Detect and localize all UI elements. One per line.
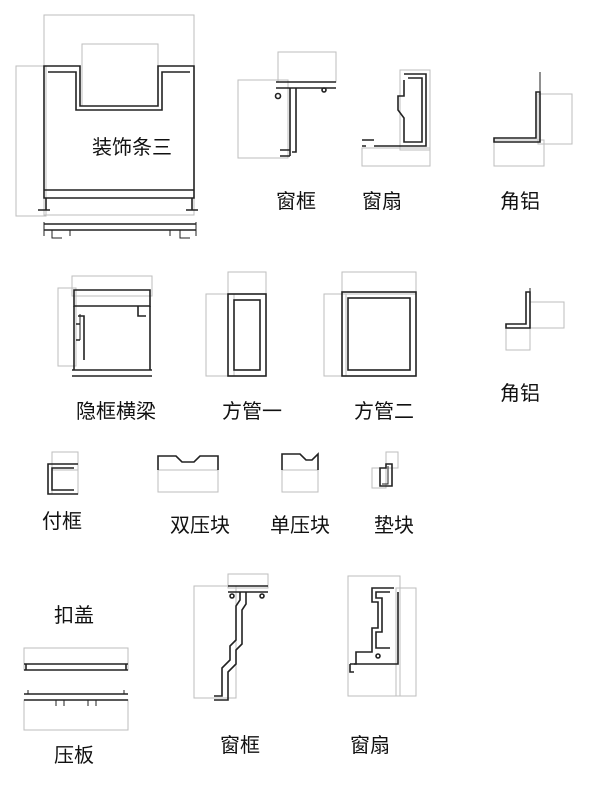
pad-block-profile: 垫块 (371, 451, 414, 537)
single-press-block-profile: 单压块 (270, 452, 330, 537)
trim-three-profile: 装饰条三 (15, 14, 198, 239)
square-tube-two-profile: 方管二 (323, 271, 417, 423)
press-plate-label: 压板 (54, 743, 94, 767)
window-frame-label-2: 窗框 (220, 733, 260, 757)
angle-aluminum-profile-1: 角铝 (493, 72, 573, 213)
double-press-block-label: 双压块 (170, 513, 230, 537)
hidden-frame-beam-profile: 隐框横梁 (57, 275, 156, 423)
square-tube-two-label: 方管二 (354, 399, 414, 423)
double-press-block-profile: 双压块 (157, 455, 230, 537)
angle-aluminum-label-1: 角铝 (500, 189, 540, 213)
cover-cap-press-plate-profile: 扣盖 压板 (23, 603, 129, 767)
single-press-block-label: 单压块 (270, 513, 330, 537)
window-frame-label-1: 窗框 (276, 189, 316, 213)
pad-block-label: 垫块 (374, 513, 414, 537)
window-sash-profile-2: 窗扇 (347, 575, 417, 757)
square-tube-one-label: 方管一 (222, 399, 282, 423)
window-sash-profile-1: 窗扇 (361, 69, 431, 213)
square-tube-one-profile: 方管一 (205, 271, 282, 423)
window-frame-profile-1: 窗框 (237, 51, 337, 213)
window-sash-label-2: 窗扇 (350, 733, 390, 757)
cover-cap-label: 扣盖 (54, 603, 94, 627)
window-sash-label-1: 窗扇 (362, 189, 402, 213)
angle-aluminum-profile-2: 角铝 (500, 288, 565, 405)
window-frame-profile-2: 窗框 (193, 573, 269, 757)
angle-aluminum-label-2: 角铝 (500, 381, 540, 405)
hidden-frame-beam-label: 隐框横梁 (76, 399, 156, 423)
sub-frame-profile: 付框 (42, 451, 82, 533)
sub-frame-label: 付框 (42, 509, 82, 533)
trim-three-label: 装饰条三 (92, 135, 172, 159)
